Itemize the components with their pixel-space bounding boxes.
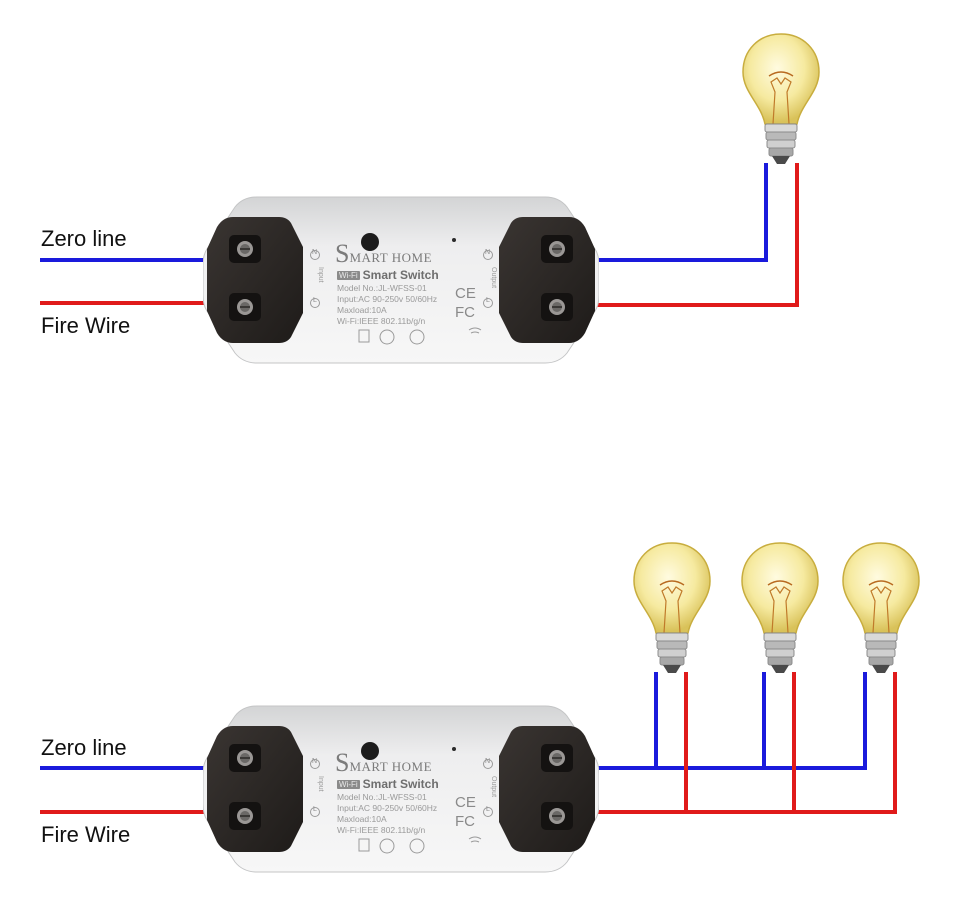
maxload-spec: Maxload:10A	[337, 814, 387, 824]
brand-logo: SMART HOME	[335, 748, 433, 777]
zero-wire-output	[592, 672, 867, 770]
light-bulb-icon	[741, 542, 819, 673]
terminal-n-input: N	[312, 758, 318, 765]
ce-mark: CE	[455, 794, 476, 811]
input-spec: Input:AC 90-250v 50/60Hz	[337, 803, 438, 813]
zero-line-label: Zero line	[41, 735, 127, 760]
fire-wire-output	[592, 163, 799, 307]
maxload-spec: Maxload:10A	[337, 305, 387, 315]
fc-mark: FC	[455, 304, 475, 321]
terminal-n-output: N	[485, 249, 491, 256]
light-bulb-icon	[842, 542, 920, 673]
zero-wire-output	[592, 163, 768, 262]
light-bulb-icon	[742, 33, 820, 164]
wifi-badge: Wi-Fi	[337, 271, 360, 280]
terminal-n-input: N	[312, 249, 318, 256]
output-side-label: Output	[490, 776, 497, 798]
input-side-label: Input	[317, 776, 324, 792]
ce-mark: CE	[455, 285, 476, 302]
model-number: Model No.:JL-WFSS-01	[337, 283, 427, 293]
fire-wire-output	[592, 672, 897, 814]
switch-housing	[203, 705, 599, 873]
terminal-l-input: L	[313, 297, 317, 304]
terminal-l-output: L	[486, 297, 490, 304]
zero-line-label: Zero line	[41, 226, 127, 251]
wifi-spec: Wi-Fi:IEEE 802.11b/g/n	[337, 316, 426, 326]
brand-logo: SMART HOME	[335, 239, 433, 268]
light-bulb-icon	[633, 542, 711, 673]
terminal-n-output: N	[485, 758, 491, 765]
terminal-l-input: L	[313, 806, 317, 813]
input-spec: Input:AC 90-250v 50/60Hz	[337, 294, 438, 304]
fire-wire-label: Fire Wire	[41, 313, 131, 338]
model-number: Model No.:JL-WFSS-01	[337, 792, 427, 802]
terminal-l-output: L	[486, 806, 490, 813]
fire-wire-label: Fire Wire	[41, 822, 131, 847]
fc-mark: FC	[455, 813, 475, 830]
switch-housing	[203, 196, 599, 364]
output-side-label: Output	[490, 267, 497, 289]
input-side-label: Input	[317, 267, 324, 283]
wifi-spec: Wi-Fi:IEEE 802.11b/g/n	[337, 825, 426, 835]
wifi-badge: Wi-Fi	[337, 780, 360, 789]
